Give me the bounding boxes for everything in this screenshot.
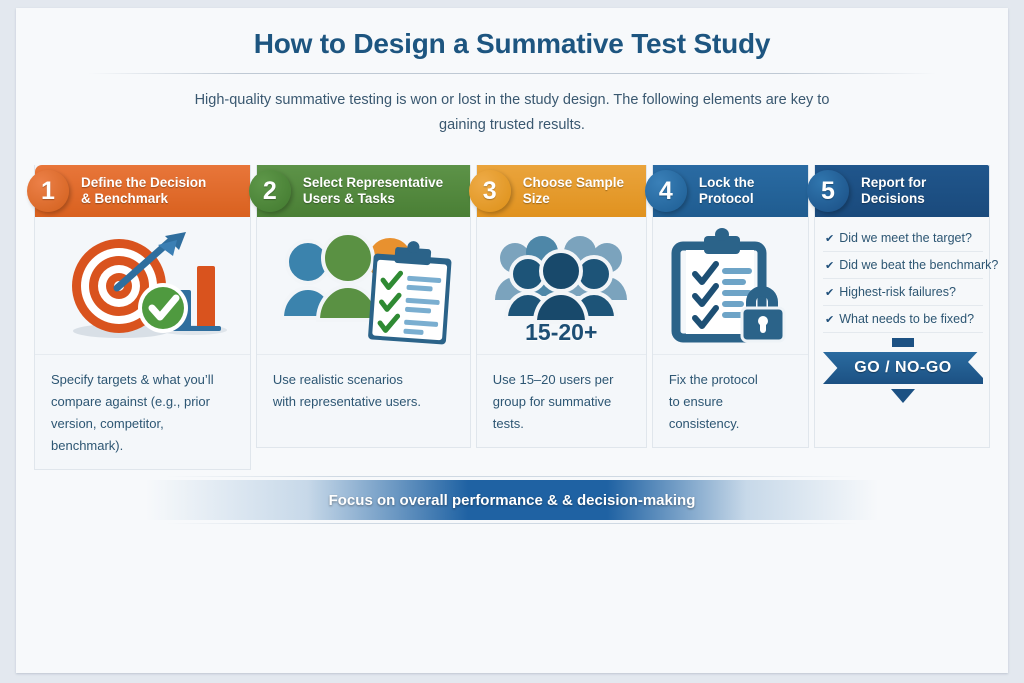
- go-no-go-label: GO / NO-GO: [823, 352, 983, 384]
- checklist-item: ✔ Highest-risk failures?: [823, 279, 983, 306]
- checklist-item: ✔ Did we beat the benchmark?: [823, 252, 998, 279]
- step-3-body: Use 15–20 users per group for summative …: [477, 355, 646, 447]
- step-3-number-badge: 3: [468, 170, 511, 212]
- step-2-header: 2 Select Representative Users & Tasks: [248, 165, 470, 217]
- people-group-icon: [495, 235, 628, 324]
- step-1-illustration: [35, 217, 250, 355]
- check-icon: ✔: [825, 313, 835, 326]
- target-dart-chart-icon: [72, 231, 228, 338]
- step-2-body-line-2: with representative users.: [272, 394, 421, 409]
- step-4-body: Fix the protocol to ensure consistency.: [653, 355, 808, 447]
- banner-bottom-arrow: [891, 389, 915, 403]
- step-4-number-badge: 4: [644, 170, 687, 212]
- header: How to Design a Summative Test Study Hig…: [16, 8, 1008, 138]
- steps-row: 1 Define the Decision & Benchmark: [27, 165, 998, 470]
- step-3-header: 3 Choose Sample Size: [468, 165, 646, 217]
- title-divider: [88, 73, 936, 74]
- go-no-go-banner: GO / NO-GO: [823, 338, 983, 403]
- step-card-1: 1 Define the Decision & Benchmark: [27, 165, 251, 470]
- step-1-body-line-2: compare against (e.g., prior: [51, 394, 210, 409]
- step-card-5: 5 Report for Decisions ✔ Did we meet the…: [807, 165, 998, 448]
- checklist-item: ✔ Did we meet the target?: [823, 225, 983, 252]
- step-1-body: Specify targets & what you’ll compare ag…: [35, 355, 250, 469]
- step-1-number-badge: 1: [27, 170, 69, 212]
- step-4-body-line-1: Fix the protocol: [668, 372, 758, 387]
- checklist-item-label: Did we beat the benchmark?: [839, 258, 999, 272]
- step-4-body-line-2: to ensure consistency.: [668, 394, 740, 431]
- checklist-item: ✔ What needs to be fixed?: [823, 306, 983, 333]
- banner-top-tab: [892, 338, 914, 347]
- step-2-body-line-1: Use realistic scenarios: [272, 372, 403, 387]
- step-2-illustration: [256, 217, 470, 355]
- footer-divider-bottom: [166, 523, 858, 524]
- step-5-title: Report for Decisions: [861, 175, 927, 206]
- infographic-page: How to Design a Summative Test Study Hig…: [16, 8, 1008, 673]
- step-1-body-line-1: Specify targets & what you’ll: [51, 372, 214, 387]
- step-card-3: 3 Choose Sample Size: [468, 165, 647, 448]
- check-icon: ✔: [825, 286, 835, 299]
- decision-checklist: ✔ Did we meet the target? ✔ Did we beat …: [815, 217, 998, 403]
- page-title: How to Design a Summative Test Study: [253, 28, 771, 59]
- checklist-item-label: Did we meet the target?: [839, 231, 972, 245]
- step-2-title: Select Representative Users & Tasks: [302, 175, 444, 206]
- step-1-body-line-3: version, competitor, benchmark).: [51, 416, 164, 453]
- step-2-body: Use realistic scenarios with representat…: [257, 355, 470, 425]
- footer-divider-top: [166, 476, 858, 477]
- step-card-2: 2 Select Representative Users & Tasks: [248, 165, 471, 448]
- step-3-title: Choose Sample Size: [522, 175, 625, 206]
- step-3-body-line-2: group for summative tests.: [492, 394, 612, 431]
- clipboard-lock-icon: [671, 227, 786, 342]
- step-3-body-line-1: Use 15–20 users per: [492, 372, 614, 387]
- step-5-header: 5 Report for Decisions: [807, 165, 989, 217]
- users-clipboard-icon: [280, 230, 452, 344]
- step-5-number-badge: 5: [807, 170, 849, 212]
- step-card-4: 4 Lock the Protocol: [644, 165, 809, 448]
- check-icon: ✔: [825, 232, 835, 245]
- checklist-item-label: Highest-risk failures?: [839, 285, 956, 299]
- footer-banner: Focus on overall performance & & decisio…: [146, 480, 878, 520]
- step-4-illustration: [652, 217, 808, 355]
- sample-size-value: 15-20+: [525, 319, 598, 345]
- footer-banner-text: Focus on overall performance & & decisio…: [328, 491, 696, 509]
- step-4-header: 4 Lock the Protocol: [644, 165, 808, 217]
- step-4-title: Lock the Protocol: [698, 175, 755, 206]
- step-1-title: Define the Decision & Benchmark: [81, 175, 207, 206]
- step-2-number-badge: 2: [248, 170, 291, 212]
- step-3-illustration: 15-20+: [476, 217, 646, 355]
- step-1-header: 1 Define the Decision & Benchmark: [27, 165, 250, 217]
- check-icon: ✔: [825, 259, 835, 272]
- checklist-item-label: What needs to be fixed?: [839, 312, 975, 326]
- subtitle: High-quality summative testing is won or…: [194, 92, 830, 133]
